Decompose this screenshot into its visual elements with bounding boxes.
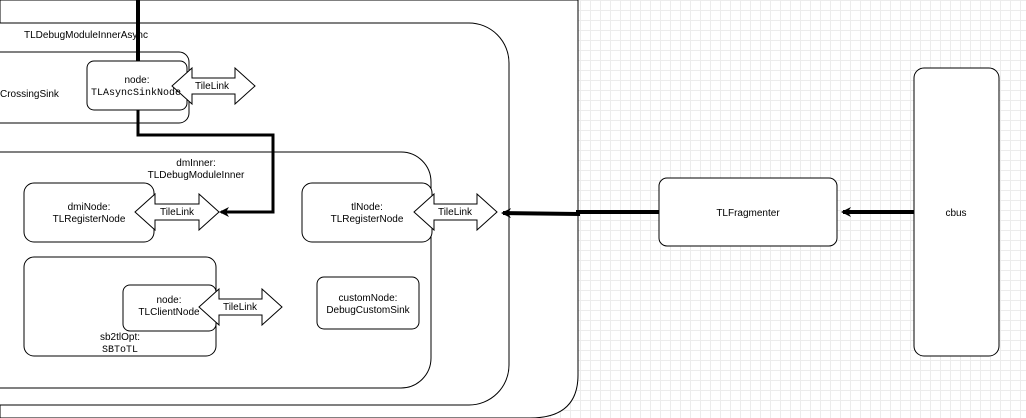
sb2tl-label-2: SBToTL: [102, 345, 138, 356]
tilelink-arrow-async: [171, 66, 256, 106]
client-node-label-1: node:: [156, 295, 181, 306]
dm-inner-label-2: TLDebugModuleInner: [148, 170, 245, 181]
tilelink-arrow-client: [198, 287, 283, 327]
tilelink-label-tl: TileLink: [438, 207, 473, 218]
sb2tl-label-1: sb2tlOpt:: [100, 332, 140, 343]
async-node-label-2: TLAsyncSinkNode: [91, 87, 181, 99]
tl-node-label-1: tlNode:: [351, 202, 383, 213]
dmi-node-label-1: dmiNode:: [68, 202, 111, 213]
crossing-sink-label: CrossingSink: [0, 89, 60, 100]
custom-node-box: [316, 276, 420, 330]
dm-inner-label-1: dmInner:: [176, 158, 215, 169]
async-node-label-1: node:: [124, 75, 149, 86]
async-to-dmi-connector: [136, 110, 275, 217]
tilelink-label-client: TileLink: [223, 302, 258, 313]
cbus-label: cbus: [945, 208, 966, 219]
dmi-node-label-2: TLRegisterNode: [53, 214, 126, 225]
custom-node-label-1: customNode:: [339, 293, 398, 304]
tilelink-label-async: TileLink: [195, 81, 230, 92]
tl-fragmenter-label: TLFragmenter: [716, 208, 780, 219]
client-node-label-2: TLClientNode: [138, 307, 200, 318]
tilelink-label-dmi: TileLink: [160, 207, 195, 218]
fragmenter-to-tlnode-arrow: [501, 208, 659, 219]
inner-async-title: TLDebugModuleInnerAsync: [24, 30, 148, 41]
tl-node-label-2: TLRegisterNode: [331, 214, 404, 225]
tilelink-arrow-tl: [413, 192, 498, 232]
custom-node-label-2: DebugCustomSink: [326, 305, 410, 316]
